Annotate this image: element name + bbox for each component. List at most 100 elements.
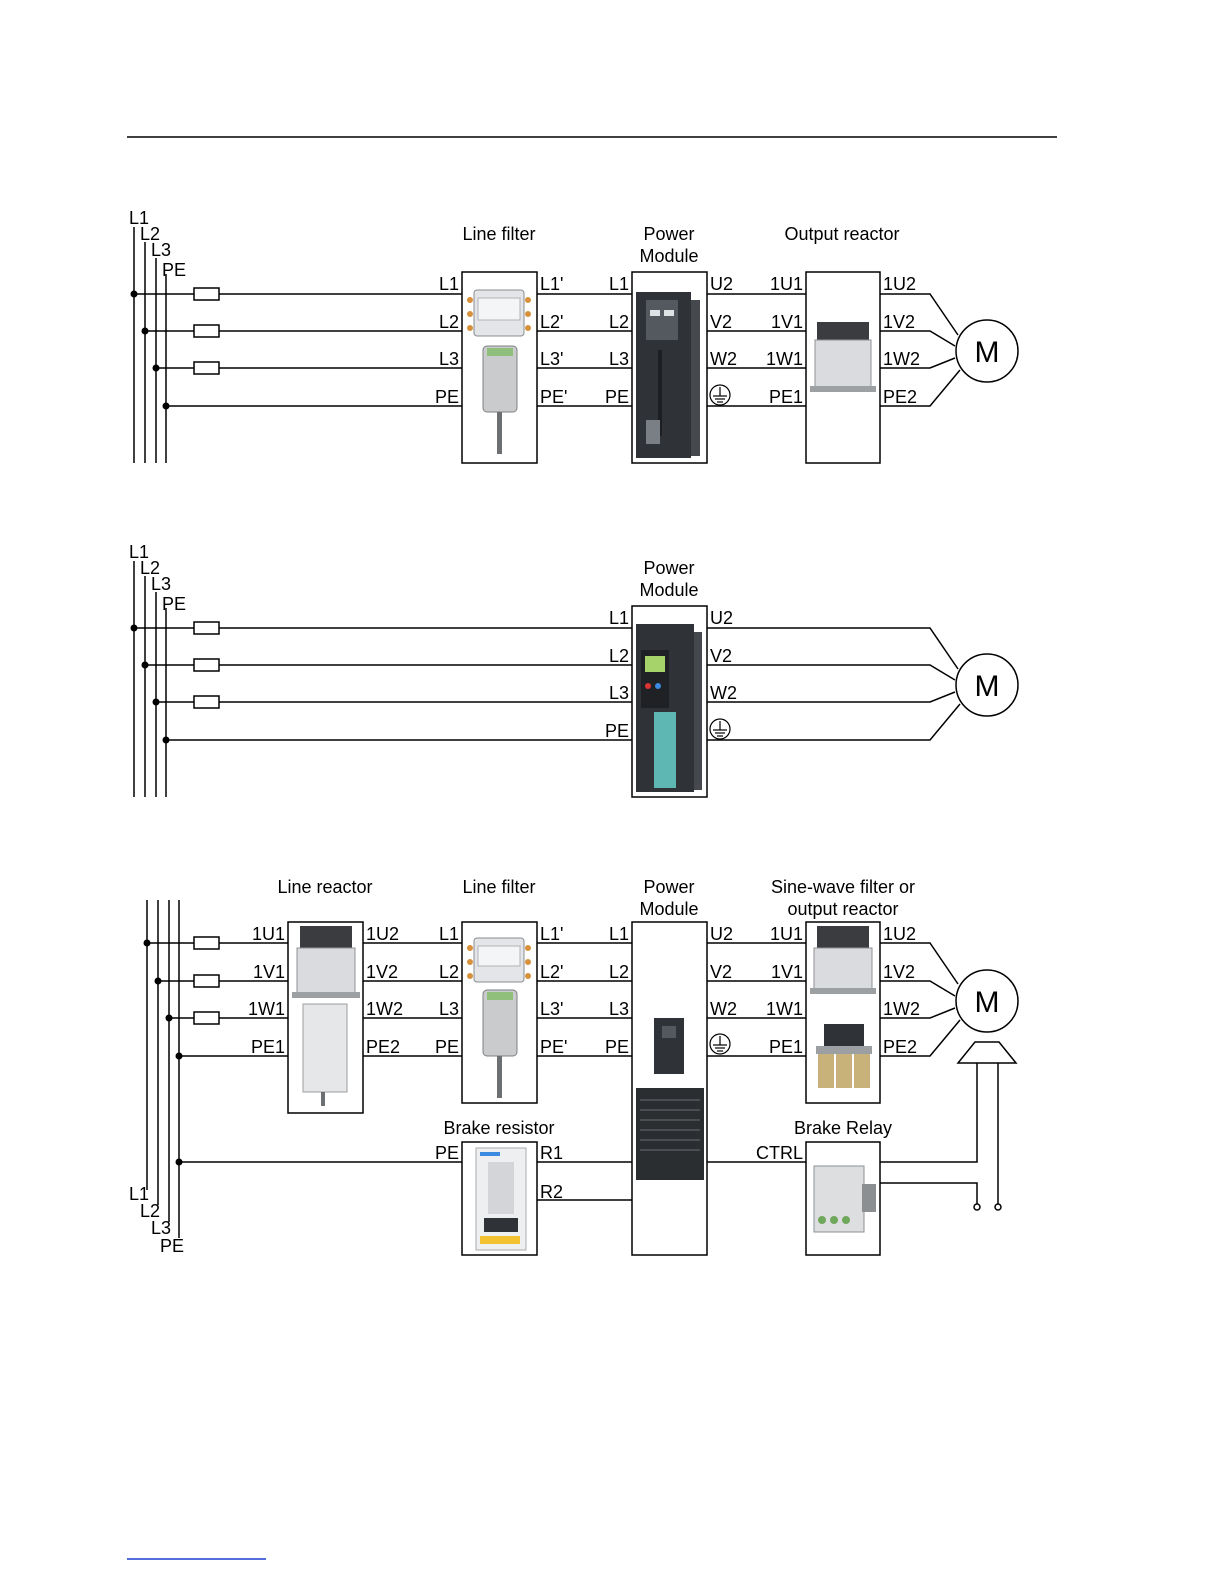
or1-in-1w1: 1W1 xyxy=(766,349,803,369)
or1-out-1u2: 1U2 xyxy=(883,274,916,294)
motor-2: M xyxy=(707,627,1019,741)
mains-bus-3: L1 L2 L3 PE xyxy=(129,900,184,1256)
pm1-to-or1-wires xyxy=(707,293,806,407)
pm1-out-u2: U2 xyxy=(710,274,733,294)
mains-label-l1: L1 xyxy=(129,208,149,228)
pm2-out-u2: U2 xyxy=(710,608,733,628)
lr3-in-pe1: PE1 xyxy=(251,1037,285,1057)
brake-relay-3: Brake Relay CTRL xyxy=(756,1118,892,1256)
mains-label-l3: L3 xyxy=(151,240,171,260)
mains3-label-l2: L2 xyxy=(140,1201,160,1221)
lr3-in-1u1: 1U1 xyxy=(252,924,285,944)
or1-in-1v1: 1V1 xyxy=(771,312,803,332)
pm3-to-sf3-wires xyxy=(707,942,806,1163)
lf3-in-l2: L2 xyxy=(439,962,459,982)
mains2-label-l1: L1 xyxy=(129,542,149,562)
lf1-to-pm1-wires xyxy=(537,293,632,407)
sine-filter-3: Sine-wave filter or output reactor 1U1 1… xyxy=(766,877,920,1104)
brake-relay-image xyxy=(813,1165,876,1233)
mains2-label-pe: PE xyxy=(162,594,186,614)
or1-out-1v2: 1V2 xyxy=(883,312,915,332)
line-filter-3: Line filter L1 L2 L3 PE L1' L2' L3' PE' xyxy=(435,877,567,1104)
pm3-title-line1: Power xyxy=(643,877,694,897)
or1-out-1w2: 1W2 xyxy=(883,349,920,369)
pm1-out-w2: W2 xyxy=(710,349,737,369)
line-reactor-image xyxy=(292,926,360,1106)
pm1-title-line1: Power xyxy=(643,224,694,244)
power-module-image xyxy=(636,1018,704,1180)
sf3-out-1v2: 1V2 xyxy=(883,962,915,982)
lr3-out-1v2: 1V2 xyxy=(366,962,398,982)
pm2-title-line1: Power xyxy=(643,558,694,578)
fuse2-l2 xyxy=(193,658,220,672)
motor2-label: M xyxy=(975,670,1000,703)
fuse-l2 xyxy=(193,324,220,338)
mains2-label-l3: L3 xyxy=(151,574,171,594)
lf1-out-l3: L3' xyxy=(540,349,563,369)
lf1-out-l2: L2' xyxy=(540,312,563,332)
sf3-out-1w2: 1W2 xyxy=(883,999,920,1019)
br3-out-r1: R1 xyxy=(540,1143,563,1163)
brake-resistor-image xyxy=(475,1147,527,1251)
pm1-title-line2: Module xyxy=(639,246,698,266)
pm3-in-l2: L2 xyxy=(609,962,629,982)
pm1-in-l3: L3 xyxy=(609,349,629,369)
lf1-out-l1: L1' xyxy=(540,274,563,294)
pm2-title-line2: Module xyxy=(639,580,698,600)
motor-label: M xyxy=(975,336,1000,369)
power-module-3: Power Module L1 L2 L3 PE U2 xyxy=(605,877,737,1256)
mains3-label-l1: L1 xyxy=(129,1184,149,1204)
pm2-out-v2: V2 xyxy=(710,646,732,666)
pm3-out-w2: W2 xyxy=(710,999,737,1019)
diagram-3: L1 L2 L3 PE Line reactor xyxy=(129,877,1019,1256)
mains-label-pe: PE xyxy=(162,260,186,280)
pm3-in-l1: L1 xyxy=(609,924,629,944)
pm3-out-u2: U2 xyxy=(710,924,733,944)
pm1-in-l1: L1 xyxy=(609,274,629,294)
brake-resistor-3: Brake resistor PE R1 R2 xyxy=(435,1118,632,1256)
motor-icon xyxy=(955,653,1019,717)
pm1-in-pe: PE xyxy=(605,387,629,407)
mains-bus-1: L1 L2 L3 PE xyxy=(129,208,186,463)
pm3-title-line2: Module xyxy=(639,899,698,919)
sf3-out-pe2: PE2 xyxy=(883,1037,917,1057)
pm3-out-v2: V2 xyxy=(710,962,732,982)
sf3-in-1u1: 1U1 xyxy=(770,924,803,944)
lf1-in-l2: L2 xyxy=(439,312,459,332)
lr3-title: Line reactor xyxy=(277,877,372,897)
lr3-out-pe2: PE2 xyxy=(366,1037,400,1057)
fuse-l1 xyxy=(193,287,220,301)
lr3-in-1v1: 1V1 xyxy=(253,962,285,982)
brr3-title: Brake Relay xyxy=(794,1118,892,1138)
lf3-out-l2: L2' xyxy=(540,962,563,982)
fuse3-l2 xyxy=(193,974,220,988)
power-module-image xyxy=(636,292,700,458)
lf1-in-l3: L3 xyxy=(439,349,459,369)
br3-in-pe: PE xyxy=(435,1143,459,1163)
lr3-out-1u2: 1U2 xyxy=(366,924,399,944)
diagram-2: L1 L2 L3 PE Power Module xyxy=(129,542,1019,798)
line-filter-image xyxy=(467,937,531,1098)
ground-icon xyxy=(709,384,731,406)
line-filter-title: Line filter xyxy=(462,224,535,244)
pm2-in-pe: PE xyxy=(605,721,629,741)
mains3-label-l3: L3 xyxy=(151,1218,171,1238)
mains3-label-pe: PE xyxy=(160,1236,184,1256)
mains-label-l2: L2 xyxy=(140,224,160,244)
fuse3-l1 xyxy=(193,936,220,950)
sf3-in-1w1: 1W1 xyxy=(766,999,803,1019)
motor-icon xyxy=(955,319,1019,383)
pm2-in-l2: L2 xyxy=(609,646,629,666)
lf3-out-pe: PE' xyxy=(540,1037,567,1057)
lf3-to-pm3-wires xyxy=(537,942,632,1057)
pm3-in-pe: PE xyxy=(605,1037,629,1057)
fuse2-l1 xyxy=(193,621,220,635)
or1-title: Output reactor xyxy=(784,224,899,244)
mains2-label-l2: L2 xyxy=(140,558,160,578)
lf3-out-l1: L1' xyxy=(540,924,563,944)
brr3-in-ctrl: CTRL xyxy=(756,1143,803,1163)
or1-in-pe1: PE1 xyxy=(769,387,803,407)
motor-3: M xyxy=(880,942,1019,1211)
pm1-in-l2: L2 xyxy=(609,312,629,332)
